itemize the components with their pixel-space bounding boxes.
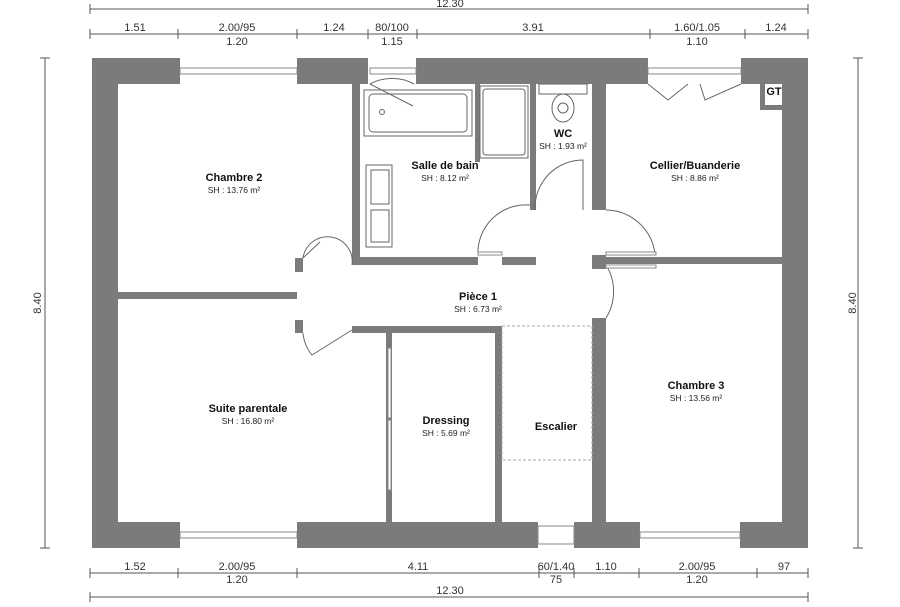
toilet — [538, 83, 588, 123]
room-dressing-area: SH : 5.69 m² — [422, 428, 470, 438]
windows — [179, 67, 742, 545]
room-chambre-3-name: Chambre 3 — [668, 380, 725, 392]
gt-label: GT — [766, 86, 782, 98]
room-wc-area: SH : 1.93 m² — [539, 141, 587, 151]
room-chambre-2-name: Chambre 2 — [206, 172, 263, 184]
room-escalier-name: Escalier — [535, 421, 578, 433]
room-cellier-name: Cellier/Buanderie — [650, 160, 740, 172]
room-salle-de-bain-area: SH : 8.12 m² — [421, 173, 469, 183]
dim-bottom-5: 1.10 — [595, 561, 616, 573]
dim-bottom-6: 2.00/95 — [679, 561, 716, 573]
overall-width-top: 12.30 — [436, 0, 464, 10]
doors — [302, 77, 742, 491]
dim-bottom-sub-3: 1.20 — [686, 574, 707, 586]
room-chambre-3-area: SH : 13.56 m² — [670, 393, 723, 403]
dim-top-sub-1: 1.20 — [226, 36, 247, 48]
room-labels: Chambre 2 SH : 13.76 m² Salle de bain SH… — [206, 128, 741, 438]
dim-top-7: 1.24 — [765, 22, 786, 34]
dim-bottom-sub-2: 75 — [550, 574, 562, 586]
room-cellier-area: SH : 8.86 m² — [671, 173, 719, 183]
dim-top-3: 1.24 — [323, 22, 344, 34]
dim-top-5: 3.91 — [522, 22, 543, 34]
dim-bottom-3: 4.11 — [408, 561, 429, 573]
bathtub — [363, 89, 473, 137]
staircase — [501, 325, 593, 461]
overall-height-right: 8.40 — [847, 292, 859, 313]
side-dimensions: 8.40 8.40 — [32, 57, 863, 549]
shower — [479, 85, 529, 159]
room-wc-name: WC — [554, 128, 572, 140]
dim-top-4: 80/100 — [375, 22, 409, 34]
room-piece-1-area: SH : 6.73 m² — [454, 304, 502, 314]
dim-top-2: 2.00/95 — [219, 22, 256, 34]
room-chambre-2-area: SH : 13.76 m² — [208, 185, 261, 195]
room-piece-1-name: Pièce 1 — [459, 291, 497, 303]
dim-top-sub-3: 1.10 — [686, 36, 707, 48]
dim-bottom-4: 60/1.40 — [538, 561, 575, 573]
dim-bottom-7: 97 — [778, 561, 790, 573]
dim-top-1: 1.51 — [124, 22, 145, 34]
overall-width-bottom: 12.30 — [436, 585, 464, 597]
double-sink — [365, 164, 393, 248]
overall-height-left: 8.40 — [32, 292, 44, 313]
exterior-walls — [92, 58, 808, 548]
room-salle-de-bain-name: Salle de bain — [411, 160, 479, 172]
dim-top-sub-2: 1.15 — [381, 36, 402, 48]
room-suite-parentale-area: SH : 16.80 m² — [222, 416, 275, 426]
dim-top-6: 1.60/1.05 — [674, 22, 720, 34]
top-dimensions: 12.30 1.51 2.00/95 1.24 80/100 3.91 1.60… — [89, 0, 809, 48]
room-dressing-name: Dressing — [422, 415, 469, 427]
dim-bottom-sub-1: 1.20 — [226, 574, 247, 586]
room-suite-parentale-name: Suite parentale — [209, 403, 288, 415]
bottom-dimensions: 1.52 2.00/95 4.11 60/1.40 1.10 2.00/95 9… — [89, 561, 809, 602]
interior-walls — [118, 84, 782, 522]
dim-bottom-1: 1.52 — [124, 561, 145, 573]
dim-bottom-2: 2.00/95 — [219, 561, 256, 573]
